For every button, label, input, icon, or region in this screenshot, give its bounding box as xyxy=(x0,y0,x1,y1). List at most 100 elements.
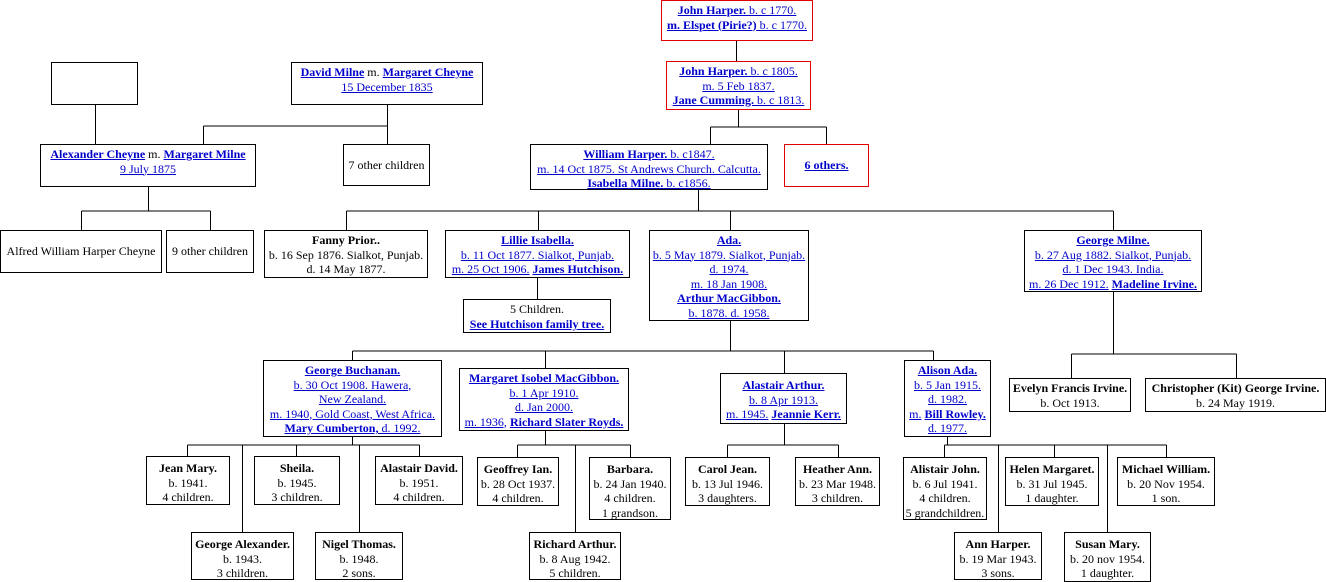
marriage-link[interactable]: m. 1936, xyxy=(464,414,507,429)
death-link[interactable]: d. 1 Dec 1943. India. xyxy=(1062,262,1164,276)
link-lillie-isabella[interactable]: Lillie Isabella. xyxy=(501,233,574,247)
link-david-milne[interactable]: David Milne xyxy=(300,65,365,79)
death-link[interactable]: d. 1992. xyxy=(378,421,421,435)
person-lillie-isabella: Lillie Isabella. b. 11 Oct 1877. Sialkot… xyxy=(445,230,630,278)
person-ada: Ada. b. 5 May 1879. Sialkot, Punjab. d. … xyxy=(649,230,809,321)
person-alistair-john: Alistair John. b. 6 Jul 1941. 4 children… xyxy=(903,457,987,520)
birth-link[interactable]: b. 8 Apr 1913. xyxy=(749,392,818,407)
connector xyxy=(710,109,827,144)
birth-text: b. 31 Jul 1945. xyxy=(1016,476,1088,491)
link-arthur-macgibbon[interactable]: Arthur MacGibbon. xyxy=(677,291,781,305)
person-heather-ann: Heather Ann. b. 23 Mar 1948. 3 children. xyxy=(795,457,880,506)
person-name: Jean Mary. xyxy=(159,461,217,475)
person-evelyn-irvine: Evelyn Francis Irvine. b. Oct 1913. xyxy=(1009,378,1131,412)
spouse-dates-link[interactable]: b. 1878. d. 1958. xyxy=(688,305,770,320)
link-alastair-arthur[interactable]: Alastair Arthur. xyxy=(742,378,825,392)
birth-link[interactable]: b. 27 Aug 1882. Sialkot, Punjab. xyxy=(1034,247,1192,262)
birth-text: b. 1945. xyxy=(277,475,317,490)
marriage-link[interactable]: m. 25 Oct 1906. xyxy=(451,262,530,276)
empty-ancestor-box xyxy=(51,62,138,105)
person-name: Alastair David. xyxy=(380,461,458,475)
person-john-harper-1805: John Harper. b. c 1805. m. 5 Feb 1837. J… xyxy=(666,61,811,110)
connector xyxy=(203,104,388,144)
person-sheila: Sheila. b. 1945. 3 children. xyxy=(254,456,340,505)
grandchildren-text: 1 grandson. xyxy=(602,505,658,520)
birth-text: b. 6 Jul 1941. xyxy=(912,476,978,491)
link-jane-cumming[interactable]: Jane Cumming. xyxy=(672,93,754,107)
children-text: 3 children. xyxy=(271,490,323,504)
link-george-buchanan[interactable]: George Buchanan. xyxy=(304,363,401,377)
link-six-others[interactable]: 6 others. xyxy=(804,158,849,172)
link-alison-ada[interactable]: Alison Ada. xyxy=(917,363,978,377)
marriage-date-link[interactable]: 9 July 1875 xyxy=(119,161,176,176)
alfred-cheyne-text: Alfred William Harper Cheyne xyxy=(6,244,156,258)
link-john-harper-1770[interactable]: John Harper. xyxy=(677,3,746,17)
birth-text: b. Oct 1913. xyxy=(1040,395,1100,410)
person-john-harper-1770: John Harper. b. c 1770. m. Elspet (Pirie… xyxy=(661,0,813,41)
link-george-milne[interactable]: George Milne. xyxy=(1076,233,1150,247)
link-james-hutchison[interactable]: James Hutchison. xyxy=(532,262,624,276)
spouse-death-link[interactable]: d. 1977. xyxy=(928,421,967,435)
death-link[interactable]: d. 1974. xyxy=(709,262,749,276)
birth-link[interactable]: b. 1 Apr 1910. xyxy=(509,385,579,400)
marriage-link[interactable]: m. 1940, Gold Coast, West Africa. xyxy=(269,406,436,421)
birth-link[interactable]: b. c 1770. xyxy=(756,17,807,32)
link-margaret-isobel[interactable]: Margaret Isobel MacGibbon. xyxy=(468,371,620,385)
birth-link[interactable]: b. c1856. xyxy=(663,176,711,190)
birth-link[interactable]: b. 30 Oct 1908. Hawera, xyxy=(293,377,412,392)
children-text: 2 sons. xyxy=(342,566,376,580)
birth-link[interactable]: b. c 1770. xyxy=(745,3,797,17)
children-text: 1 son. xyxy=(1151,491,1181,505)
children-text: 1 daughter. xyxy=(1025,491,1079,505)
children-text: 3 children. xyxy=(216,566,269,580)
link-william-harper[interactable]: William Harper. xyxy=(583,147,668,161)
connector xyxy=(81,186,211,230)
marriage-link[interactable]: m. 18 Jan 1908. xyxy=(690,276,768,291)
birth-text: b. 28 Oct 1937. xyxy=(480,476,556,491)
death-text: d. 14 May 1877. xyxy=(306,262,386,276)
connector xyxy=(187,436,420,532)
birth-place-link[interactable]: New Zealand. xyxy=(318,392,387,406)
birth-text: b. 16 Sep 1876. Sialkot, Punjab. xyxy=(268,247,424,262)
link-mary-cumberton[interactable]: Mary Cumberton, xyxy=(284,421,379,435)
birth-link[interactable]: b. 11 Oct 1877. Sialkot, Punjab. xyxy=(460,247,615,262)
person-michael-william: Michael William. b. 20 Nov 1954. 1 son. xyxy=(1117,457,1215,506)
birth-text: b. 8 Aug 1942. xyxy=(539,551,611,566)
link-bill-rowley[interactable]: Bill Rowley. xyxy=(924,406,986,421)
birth-link[interactable]: b. c 1805. xyxy=(747,64,798,78)
link-margaret-cheyne[interactable]: Margaret Cheyne xyxy=(382,65,474,79)
birth-link[interactable]: b. c 1813. xyxy=(754,93,805,107)
person-name: Geoffrey Ian. xyxy=(483,462,553,476)
marriage-date-link[interactable]: 15 December 1835 xyxy=(341,79,433,94)
person-fanny-prior: Fanny Prior.. b. 16 Sep 1876. Sialkot, P… xyxy=(264,230,428,278)
nine-other-children: 9 other children xyxy=(166,230,254,273)
person-name: Nigel Thomas. xyxy=(322,537,396,551)
children-text: 4 children. xyxy=(919,491,971,505)
link-alexander-cheyne[interactable]: Alexander Cheyne xyxy=(50,147,146,161)
link-john-harper-1805[interactable]: John Harper. xyxy=(679,64,748,78)
person-alastair-arthur: Alastair Arthur. b. 8 Apr 1913. m. 1945.… xyxy=(720,373,847,424)
person-name: Fanny Prior.. xyxy=(312,233,380,247)
birth-link[interactable]: b. c1847. xyxy=(667,147,715,161)
person-helen-margaret: Helen Margaret. b. 31 Jul 1945. 1 daught… xyxy=(1005,457,1099,506)
birth-link[interactable]: b. 5 Jan 1915. xyxy=(914,377,981,392)
link-margaret-milne[interactable]: Margaret Milne xyxy=(163,147,246,161)
marriage-link[interactable]: m. 5 Feb 1837. xyxy=(702,78,775,93)
birth-link[interactable]: b. 5 May 1879. Sialkot, Punjab. xyxy=(652,247,806,262)
link-jeannie-kerr[interactable]: Jeannie Kerr. xyxy=(771,407,841,421)
link-madeline-irvine[interactable]: Madeline Irvine. xyxy=(1111,276,1197,291)
link-hutchison-tree[interactable]: See Hutchison family tree. xyxy=(469,316,605,331)
marriage-link[interactable]: m. 26 Dec 1912. xyxy=(1029,276,1109,291)
death-link[interactable]: d. Jan 2000. xyxy=(515,400,573,414)
marriage-link[interactable]: m. xyxy=(909,406,922,421)
link-elspet[interactable]: m. Elspet (Pirie?) xyxy=(667,17,757,32)
link-ada[interactable]: Ada. xyxy=(716,233,742,247)
children-text: 4 children. xyxy=(604,491,656,505)
link-richard-royds[interactable]: Richard Slater Royds. xyxy=(509,414,624,429)
link-isabella-milne[interactable]: Isabella Milne. xyxy=(587,176,664,190)
marriage-link[interactable]: m. 1945. xyxy=(726,407,769,421)
seven-other-children: 7 other children xyxy=(343,144,430,186)
death-link[interactable]: d. 1982. xyxy=(928,392,967,406)
marriage-link[interactable]: m. 14 Oct 1875. St Andrews Church. Calcu… xyxy=(537,161,761,176)
birth-text: b. 23 Mar 1948. xyxy=(799,476,876,491)
